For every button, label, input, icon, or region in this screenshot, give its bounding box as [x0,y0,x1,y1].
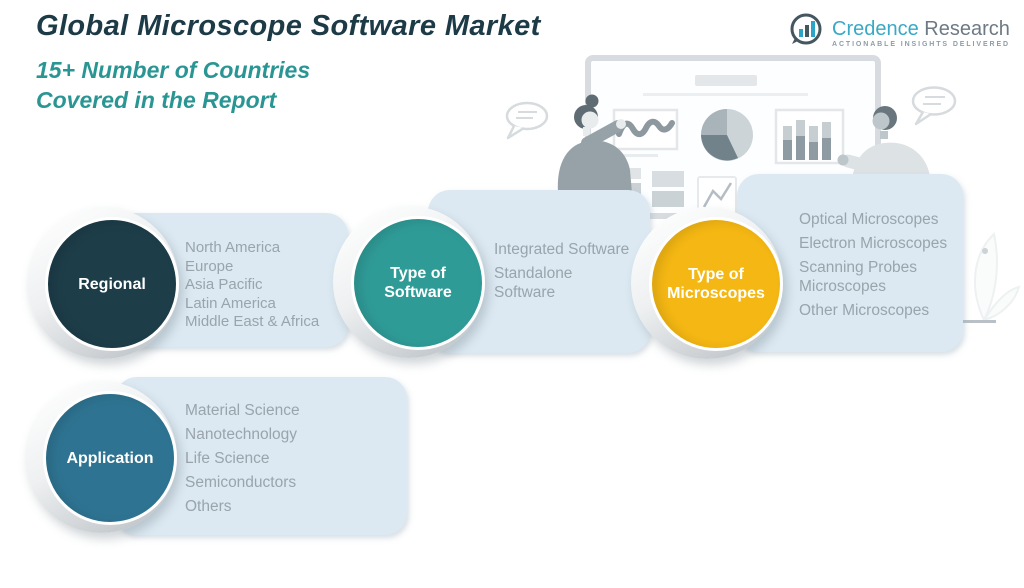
list-item: North America [185,239,281,256]
list-item: Asia Pacific [185,276,263,293]
credence-research-logo: Credence Research ACTIONABLE INSIGHTS DE… [786,10,1010,55]
bar-chart-bubble-icon [786,10,826,55]
category-circle-regional: Regional [45,217,179,351]
list-item: Semiconductors [185,474,297,491]
category-circle-type-of-microscopes: Type of Microscopes [649,217,783,351]
bar-chart-icon [774,108,845,165]
speech-bubble-icon [505,101,549,140]
presenter-left-figure [557,94,632,193]
sketch-chart-icon [697,176,737,216]
page-subtitle: 15+ Number of Countries Covered in the R… [36,57,311,113]
list-item: Middle East & Africa [185,313,320,330]
page-title: Global Microscope Software Market [36,10,541,42]
logo-tagline: ACTIONABLE INSIGHTS DELIVERED [832,40,1010,48]
logo-name: Credence Research [832,17,1010,40]
plant-icon [962,232,1021,323]
list-item: Other Microscopes [799,302,930,319]
category-circle-application: Application [43,391,177,525]
list-item: Life Science [185,450,270,467]
list-item: Material Science [185,402,300,419]
category-circle-type-of-software: Type of Software [351,216,485,350]
list-item: Optical Microscopes [799,211,939,228]
list-item: Scanning Probes Microscopes [799,259,918,295]
list-item: Latin America [185,294,276,312]
list-item: Nanotechnology [185,426,298,443]
speech-bubble-icon [911,86,957,126]
list-item: Europe [185,257,234,275]
list-item: Others [185,498,232,515]
list-item: Standalone Software [494,265,573,301]
pie-chart-icon [701,109,753,161]
list-item: Electron Microscopes [799,235,948,252]
line-chart-icon [612,108,679,157]
list-item: Integrated Software [494,241,630,258]
